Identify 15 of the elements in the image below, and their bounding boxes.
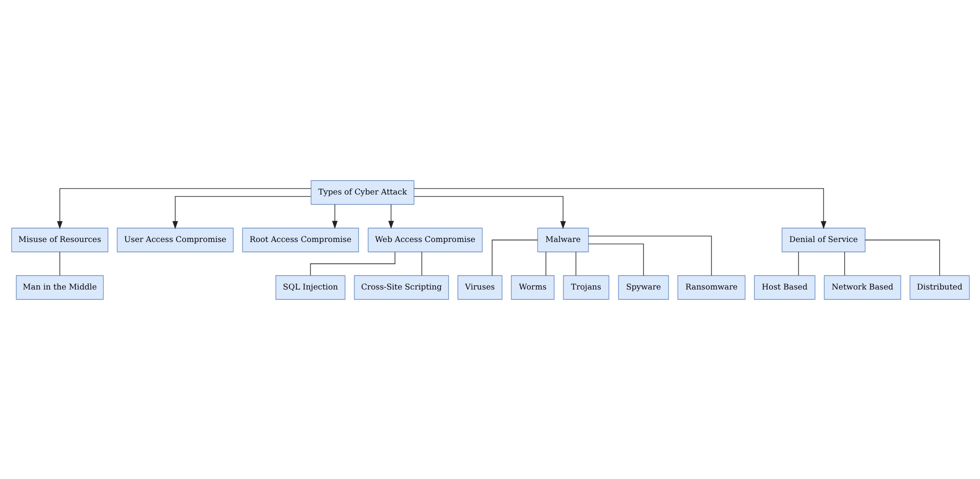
connector bbox=[844, 251, 845, 276]
connector bbox=[588, 243, 644, 276]
arrow bbox=[332, 204, 338, 228]
arrow bbox=[413, 196, 566, 229]
arrow bbox=[172, 196, 311, 229]
connector bbox=[491, 239, 538, 276]
connector bbox=[420, 251, 422, 276]
arrow bbox=[413, 188, 826, 229]
arrow bbox=[56, 188, 311, 229]
connector bbox=[575, 251, 576, 276]
arrow bbox=[388, 204, 394, 228]
connector bbox=[864, 239, 940, 276]
connector bbox=[588, 235, 712, 276]
connector bbox=[545, 251, 546, 276]
connector bbox=[58, 251, 60, 276]
